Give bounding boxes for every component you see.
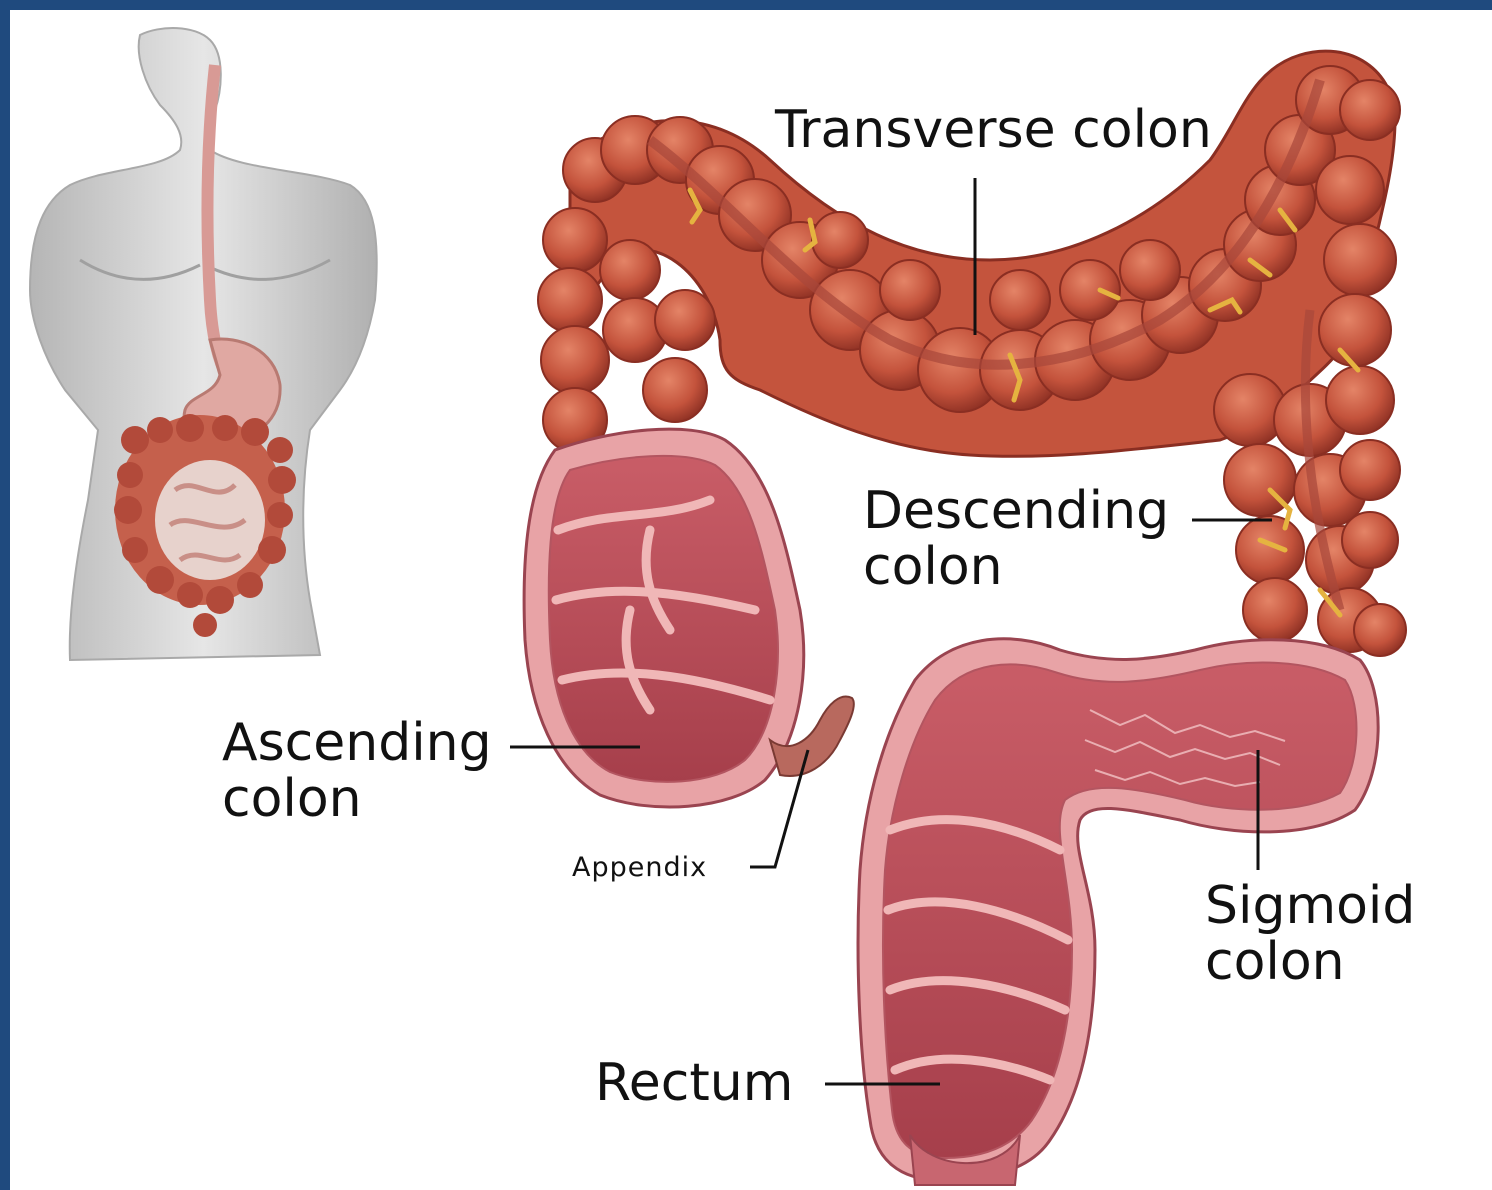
label-ascending-line2: colon [222,771,492,827]
label-sigmoid-line2: colon [1205,934,1415,990]
torso-figure [30,28,377,660]
diagram-canvas: Transverse colon Descending colon Ascend… [10,10,1492,1190]
label-descending-line2: colon [863,539,1169,595]
colon [524,51,1406,1185]
label-descending-colon: Descending colon [863,483,1169,595]
label-appendix: Appendix [572,853,707,882]
label-ascending-colon: Ascending colon [222,715,492,827]
label-ascending-line1: Ascending [222,715,492,771]
label-descending-line1: Descending [863,483,1169,539]
label-sigmoid-line1: Sigmoid [1205,878,1415,934]
label-sigmoid-colon: Sigmoid colon [1205,878,1415,990]
label-rectum: Rectum [595,1055,793,1111]
colon-illustration [10,10,1492,1190]
label-transverse-colon: Transverse colon [775,102,1212,158]
